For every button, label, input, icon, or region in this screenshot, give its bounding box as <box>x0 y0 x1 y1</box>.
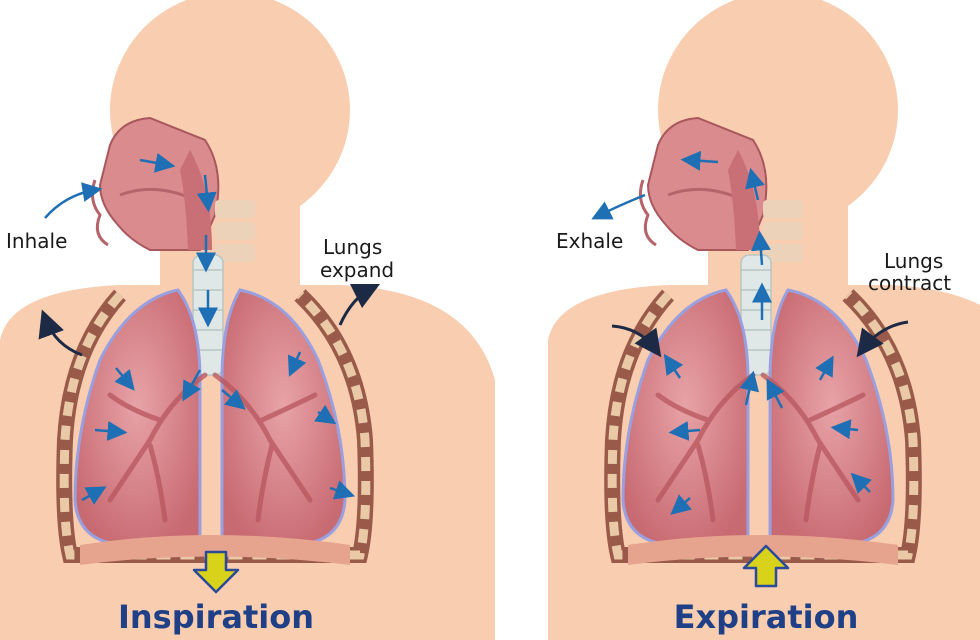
inspiration-figure <box>0 0 495 640</box>
lungs-expand-label-line1: Lungs <box>323 235 382 259</box>
lungs-contract-label-line1: Lungs <box>884 249 943 273</box>
inspiration-panel: Inhale Lungs expand Inspiration <box>0 0 495 640</box>
inhale-label: Inhale <box>6 229 67 253</box>
inhale-arrow <box>45 190 95 218</box>
expiration-panel: Exhale Lungs contract Expiration <box>548 0 980 640</box>
expiration-figure <box>548 0 980 640</box>
lungs-expand-label-line2: expand <box>320 258 394 282</box>
lungs-contract-label-line2: contract <box>868 271 951 295</box>
inspiration-title: Inspiration <box>118 598 314 636</box>
exhale-label: Exhale <box>556 229 623 253</box>
exhale-arrow <box>598 195 645 216</box>
expiration-title: Expiration <box>674 598 859 636</box>
